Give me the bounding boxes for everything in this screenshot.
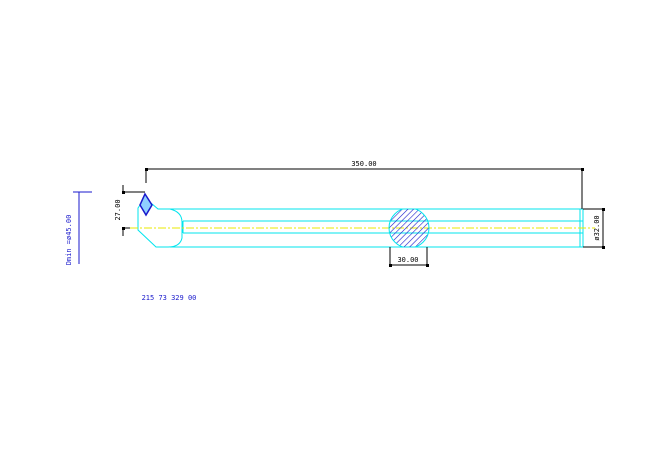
section-view [388,209,430,247]
tip-height-dimension: 27.00 [114,199,122,220]
cutting-insert-icon [139,192,153,217]
boring-bar-outline [137,197,584,248]
width-dimension: 30.00 [397,256,418,264]
length-dimension: 350.00 [351,160,376,168]
diameter-dimension: ø32.00 [593,215,601,240]
part-number: 215 73 329 00 [142,294,197,302]
dimensions [122,168,605,267]
min-bore-label: Dmin =ø45.00 [65,215,73,266]
min-bore-indicator [73,191,92,264]
